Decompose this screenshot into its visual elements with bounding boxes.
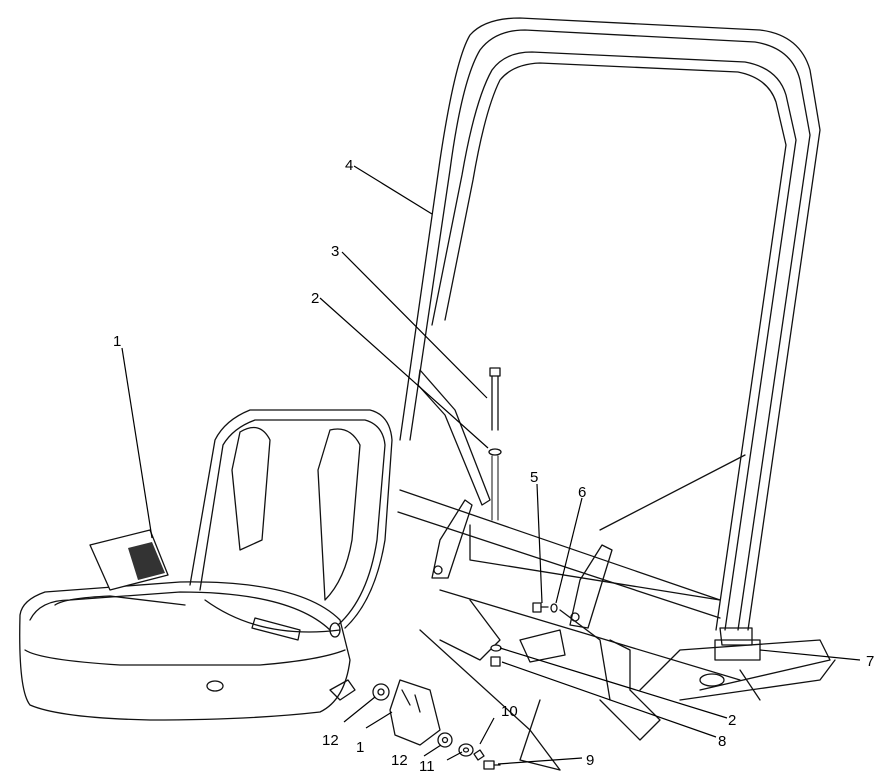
callout-8: 8 [718, 733, 726, 750]
callout-4: 4 [345, 157, 353, 174]
frame [397, 454, 836, 771]
roll-bar [399, 17, 821, 661]
callout-6: 6 [578, 484, 586, 501]
callout-11: 11 [419, 758, 435, 775]
callout-12-left: 12 [322, 732, 339, 749]
callout-2-upper: 2 [311, 290, 319, 307]
callout-1-upper: 1 [113, 333, 121, 350]
callout-7: 7 [866, 653, 874, 670]
brackets [417, 369, 613, 663]
callout-10: 10 [501, 703, 518, 720]
lower-hardware [372, 679, 501, 770]
seatbelt-buckle [89, 529, 169, 591]
small-hardware [490, 602, 558, 667]
callout-2-lower: 2 [728, 712, 736, 729]
callout-5: 5 [530, 469, 538, 486]
callout-labels: 1 1 2 2 3 4 5 6 7 8 9 10 11 12 12 [113, 157, 874, 775]
callout-3: 3 [331, 243, 339, 260]
leader-lines [121, 165, 861, 765]
callout-1-lower: 1 [356, 739, 364, 756]
seat [19, 409, 393, 721]
callout-9: 9 [586, 752, 594, 769]
callout-12-right: 12 [391, 752, 408, 769]
bolt-assembly [488, 367, 502, 521]
